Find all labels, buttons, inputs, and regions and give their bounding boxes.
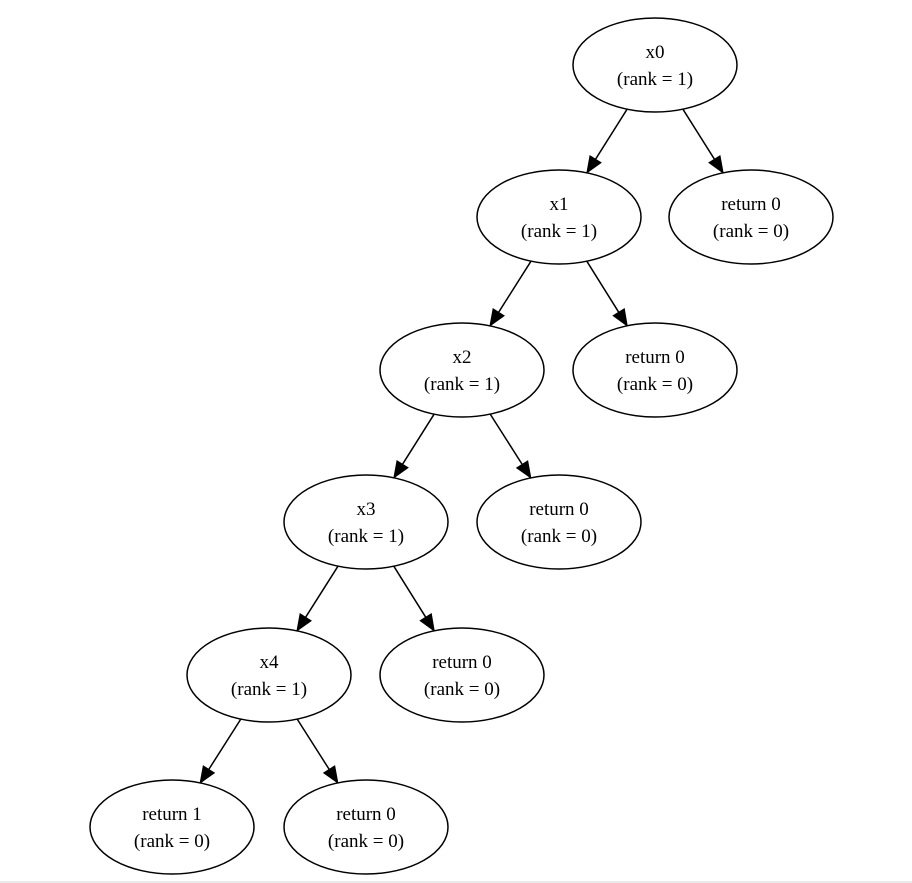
node-ellipse (476, 474, 642, 570)
node-ellipse (668, 169, 834, 265)
node-label: return 0 (625, 347, 685, 368)
edge-line (586, 260, 620, 313)
node-r0a: return 0 (rank = 0) (668, 169, 834, 265)
edge-x4-to-r1 (199, 718, 242, 785)
node-x2: x2 (rank = 1) (379, 322, 545, 418)
node-label: x1 (550, 194, 569, 215)
node-rank: (rank = 0) (617, 374, 693, 395)
node-label: return 1 (142, 804, 202, 825)
arrowhead-icon (708, 154, 724, 174)
node-ellipse (379, 322, 545, 418)
arrowhead-icon (322, 765, 339, 785)
node-ellipse (476, 169, 642, 265)
node-rank: (rank = 1) (231, 679, 307, 700)
edge-line (296, 718, 330, 770)
edge-x3-to-x4 (296, 565, 339, 632)
node-rank: (rank = 0) (521, 526, 597, 547)
node-label: x0 (646, 42, 665, 63)
node-label: return 0 (529, 499, 589, 520)
arrowhead-icon (296, 612, 312, 632)
node-ellipse (186, 627, 352, 723)
node-label: x2 (453, 347, 472, 368)
edge-line (393, 565, 427, 618)
edges-layer (199, 108, 724, 785)
arrowhead-icon (393, 459, 409, 479)
edge-x1-to-r0b (586, 260, 628, 327)
node-rank: (rank = 0) (713, 221, 789, 242)
arrowhead-icon (586, 154, 602, 174)
node-rank: (rank = 0) (134, 831, 210, 852)
arrowhead-icon (489, 307, 505, 327)
node-x1: x1 (rank = 1) (476, 169, 642, 265)
edge-x4-to-r0e (296, 718, 339, 785)
node-x0: x0 (rank = 1) (572, 17, 738, 113)
node-ellipse (379, 627, 545, 723)
node-x3: x3 (rank = 1) (283, 474, 449, 570)
node-r0d: return 0 (rank = 0) (379, 627, 545, 723)
bottom-divider (0, 881, 912, 883)
arrowhead-icon (515, 460, 532, 480)
arrowhead-icon (612, 307, 628, 327)
node-ellipse (572, 17, 738, 113)
edge-line (208, 718, 242, 770)
node-r0c: return 0 (rank = 0) (476, 474, 642, 570)
edge-x2-to-r0c (489, 413, 532, 480)
edge-x0-to-r0a (682, 108, 724, 174)
edge-line (489, 413, 523, 465)
edge-x0-to-x1 (586, 108, 628, 174)
node-rank: (rank = 1) (424, 374, 500, 395)
node-ellipse (283, 474, 449, 570)
edge-line (401, 413, 435, 465)
node-rank: (rank = 1) (521, 221, 597, 242)
node-rank: (rank = 0) (424, 679, 500, 700)
node-ellipse (283, 779, 449, 875)
node-rank: (rank = 0) (328, 831, 404, 852)
edge-x2-to-x3 (393, 413, 435, 479)
node-x4: x4 (rank = 1) (186, 627, 352, 723)
arrowhead-icon (419, 612, 435, 632)
edge-line (682, 108, 716, 160)
node-label: return 0 (721, 194, 781, 215)
node-label: x3 (357, 499, 376, 520)
edge-line (594, 108, 628, 160)
node-label: return 0 (336, 804, 396, 825)
edge-line (304, 565, 339, 618)
arrowhead-icon (199, 765, 216, 785)
edge-x3-to-r0d (393, 565, 435, 632)
nodes-layer: x0 (rank = 1) x1 (rank = 1) return 0 (rank = … (89, 17, 834, 875)
edge-x1-to-x2 (489, 260, 532, 327)
edge-line (497, 260, 532, 313)
node-rank: (rank = 1) (617, 69, 693, 90)
node-label: return 0 (432, 652, 492, 673)
node-r0b: return 0 (rank = 0) (572, 322, 738, 418)
node-label: x4 (260, 652, 280, 673)
node-ellipse (89, 779, 255, 875)
node-ellipse (572, 322, 738, 418)
node-r0e: return 0 (rank = 0) (283, 779, 449, 875)
node-rank: (rank = 1) (328, 526, 404, 547)
node-r1: return 1 (rank = 0) (89, 779, 255, 875)
